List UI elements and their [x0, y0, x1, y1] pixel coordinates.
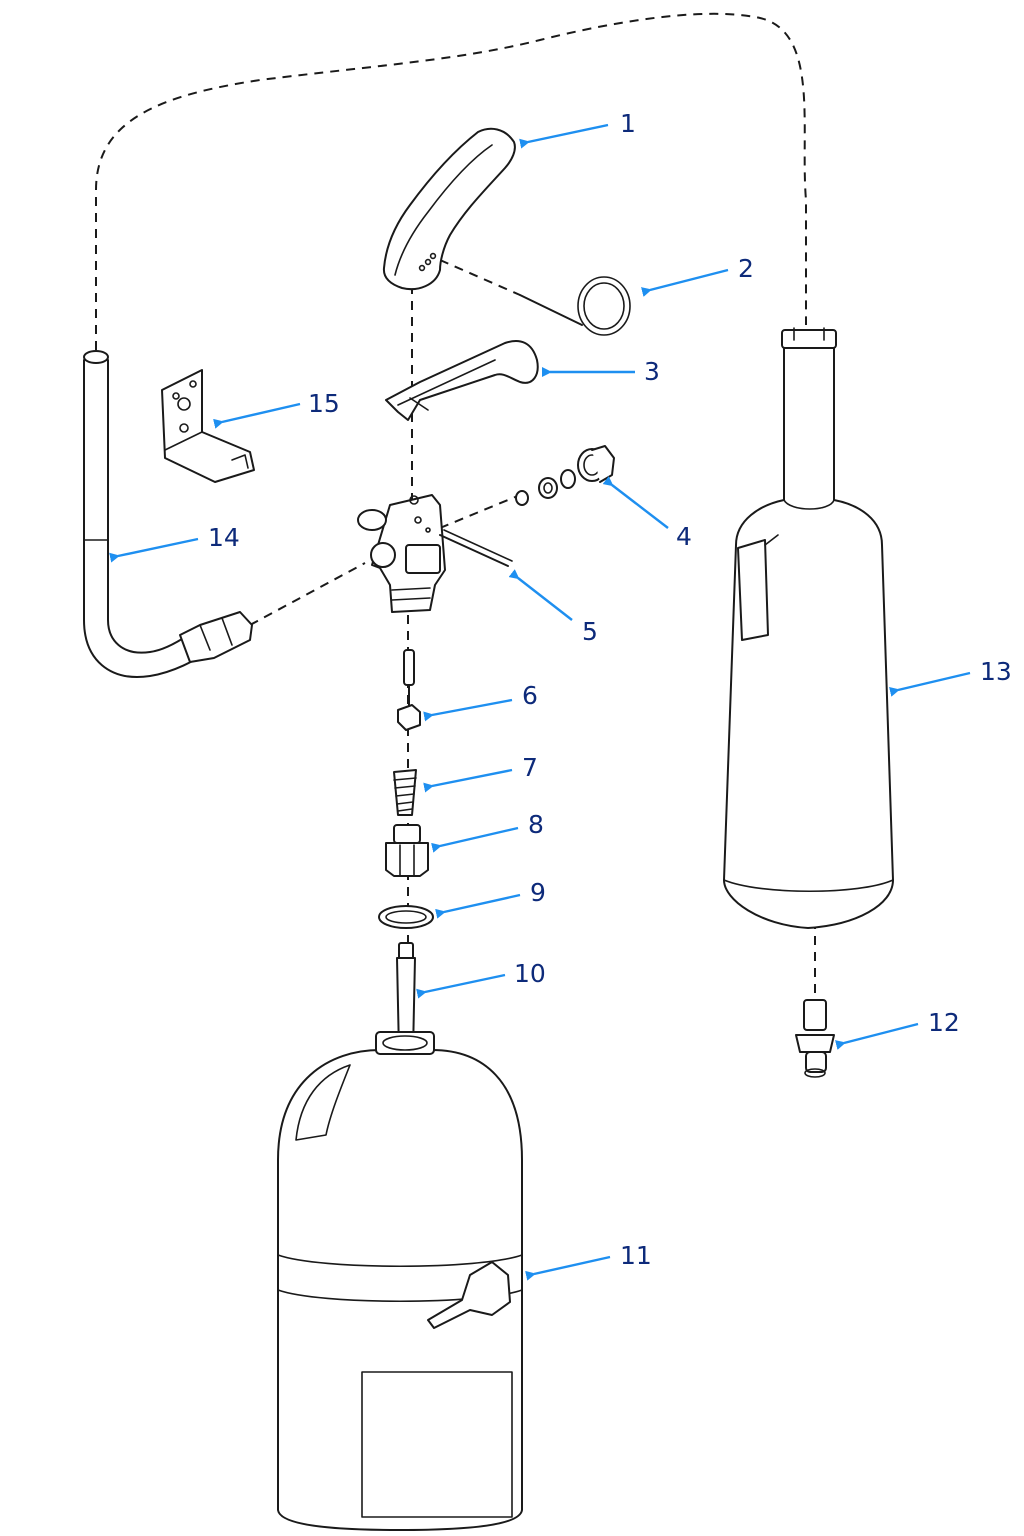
cylinder-part	[277, 1031, 523, 1531]
hose-part	[83, 350, 253, 678]
callout-label-10: 10	[514, 959, 546, 988]
callout-label-6: 6	[522, 681, 538, 710]
o-ring-part	[378, 905, 434, 929]
handle-lever-part	[382, 127, 516, 290]
callout-label-15: 15	[308, 389, 340, 418]
hose-valve-dashed-line	[249, 562, 366, 626]
callout-arrow-7	[423, 768, 513, 793]
callout-arrow-1	[519, 123, 609, 149]
callout-label-14: 14	[208, 523, 240, 552]
callout-label-11: 11	[620, 1241, 652, 1270]
nut-washer-dashed-line	[439, 494, 521, 529]
callout-label-3: 3	[644, 357, 660, 386]
callout-label-5: 5	[582, 617, 598, 646]
callout-arrow-12	[835, 1022, 919, 1050]
wall-bracket-part	[161, 369, 255, 483]
callout-arrow-4	[602, 476, 669, 529]
callout-label-13: 13	[980, 657, 1012, 686]
valve-body-part	[357, 494, 446, 613]
callout-arrow-9	[435, 893, 521, 919]
collar-nut-part	[385, 824, 429, 877]
hose-to-horn-dashed-line	[95, 12, 807, 350]
callout-label-1: 1	[620, 109, 636, 138]
callout-label-12: 12	[928, 1008, 960, 1037]
ring-pin-dashed-line	[439, 259, 521, 296]
callout-label-8: 8	[528, 810, 544, 839]
callout-arrow-13	[889, 671, 971, 697]
callout-arrow-2	[641, 268, 729, 297]
callout-label-4: 4	[676, 522, 692, 551]
spring-part	[393, 769, 417, 816]
callout-arrow-15	[213, 402, 301, 429]
discharge-horn-part	[723, 327, 894, 929]
callout-arrow-8	[431, 826, 519, 853]
callout-arrow-5	[508, 569, 573, 621]
callout-label-2: 2	[738, 254, 754, 283]
callout-arrow-14	[109, 537, 199, 563]
horn-adapter-part	[795, 999, 835, 1078]
valve-stem-part	[397, 649, 421, 731]
callout-arrows	[109, 123, 971, 1281]
callout-label-9: 9	[530, 878, 546, 907]
pivot-pin-part	[439, 529, 513, 567]
callout-arrow-6	[423, 698, 513, 722]
ring-pin-part	[519, 276, 631, 336]
nut-and-washer-set-part	[515, 445, 615, 506]
callout-labels: 1 2 3 4 5 6 7 8 9 10 11 12 13 14 15	[208, 109, 1012, 1270]
callout-label-7: 7	[522, 753, 538, 782]
carrying-handle-part	[385, 340, 539, 421]
callout-arrow-10	[416, 973, 506, 999]
callout-arrow-11	[525, 1255, 611, 1281]
